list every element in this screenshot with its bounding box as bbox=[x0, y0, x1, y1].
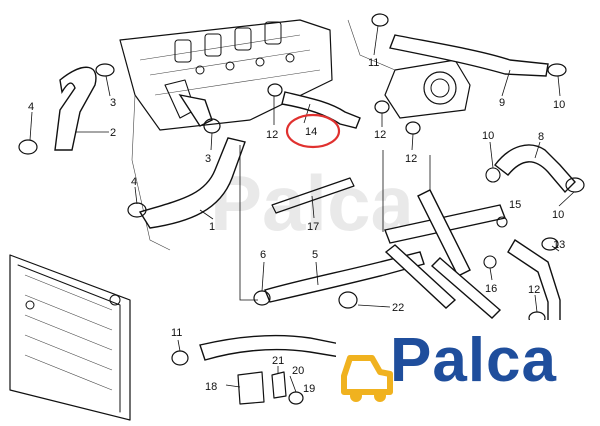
hose-1 bbox=[138, 137, 246, 229]
callout-22: 22 bbox=[392, 302, 404, 314]
callout-3-upper: 3 bbox=[110, 97, 116, 109]
bracket-18 bbox=[237, 371, 265, 405]
callout-14: 14 bbox=[305, 126, 317, 138]
hose-14 bbox=[281, 91, 361, 129]
callout-13: 13 bbox=[553, 239, 565, 251]
callout-labels: 1 2 3 3 4 4 5 6 7 8 9 10 10 10 11 11 12 … bbox=[28, 57, 565, 395]
callout-10-right: 10 bbox=[552, 209, 564, 221]
callout-4-lower: 4 bbox=[131, 176, 137, 188]
callout-16: 16 bbox=[485, 283, 497, 295]
engine-block bbox=[119, 19, 333, 251]
callout-1: 1 bbox=[209, 221, 215, 233]
hose-clamps bbox=[18, 13, 585, 405]
callout-4-upper: 4 bbox=[28, 101, 34, 113]
hose-5 bbox=[264, 251, 425, 303]
strap-17 bbox=[271, 177, 355, 214]
leader-lines bbox=[29, 25, 575, 393]
callout-12-c: 12 bbox=[405, 153, 417, 165]
callout-17: 17 bbox=[307, 221, 319, 233]
coolant-pipe-assembly bbox=[384, 167, 508, 319]
highlight-ring-14 bbox=[285, 113, 341, 149]
callout-18: 18 bbox=[205, 381, 217, 393]
callout-21: 21 bbox=[272, 355, 284, 367]
bracket-21 bbox=[271, 371, 287, 399]
callout-2: 2 bbox=[110, 127, 116, 139]
callout-6: 6 bbox=[260, 249, 266, 261]
callout-11-bottom: 11 bbox=[171, 327, 182, 339]
callout-10-mid: 10 bbox=[482, 130, 494, 142]
watermark-text: Palca bbox=[210, 159, 414, 247]
callout-12-a: 12 bbox=[266, 129, 278, 141]
callout-12-d: 12 bbox=[528, 284, 540, 296]
hose-8 bbox=[494, 144, 576, 194]
callout-12-b: 12 bbox=[374, 129, 386, 141]
callout-10-top: 10 bbox=[553, 99, 565, 111]
callout-5: 5 bbox=[312, 249, 318, 261]
hose-9 bbox=[389, 34, 549, 77]
callout-11-top: 11 bbox=[368, 57, 379, 69]
callout-19: 19 bbox=[303, 383, 315, 395]
callout-3-lower: 3 bbox=[205, 153, 211, 165]
palca-logo-text: Palca bbox=[390, 326, 558, 395]
callout-15: 15 bbox=[509, 199, 521, 211]
hose-2 bbox=[54, 66, 97, 151]
callout-8: 8 bbox=[538, 131, 544, 143]
radiator bbox=[9, 254, 131, 421]
car-icon bbox=[341, 355, 393, 402]
throttle-body bbox=[347, 19, 471, 119]
callout-9: 9 bbox=[499, 97, 505, 109]
hose-3 bbox=[178, 93, 213, 127]
callout-20: 20 bbox=[292, 365, 304, 377]
